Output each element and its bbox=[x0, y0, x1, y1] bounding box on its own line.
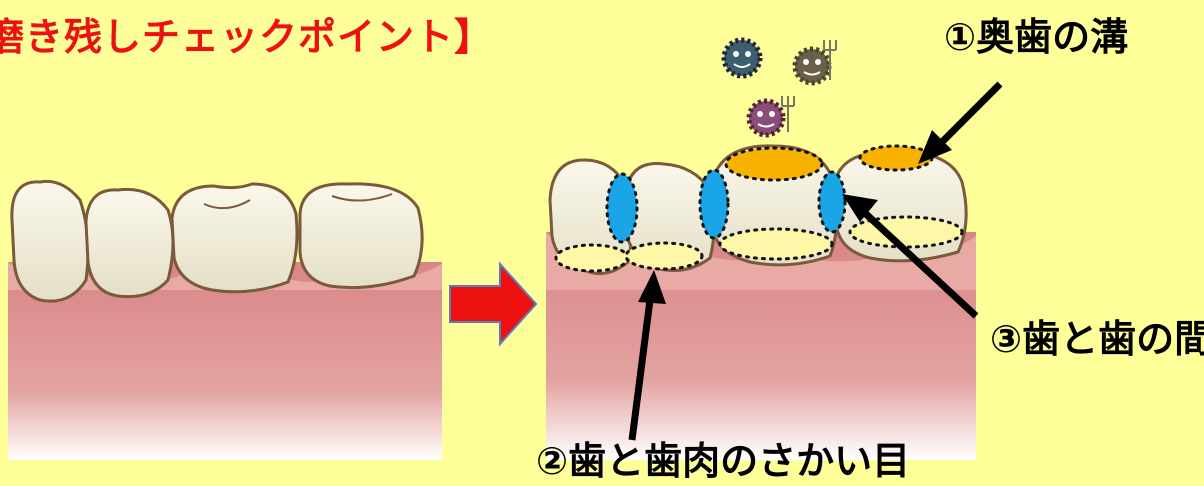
groove-mark-1 bbox=[724, 146, 824, 182]
left-tooth-4 bbox=[298, 182, 424, 290]
gumline-mark-4 bbox=[848, 215, 964, 249]
germ-icon bbox=[746, 96, 795, 138]
left-tooth-3 bbox=[170, 182, 299, 294]
gumline-mark-3 bbox=[718, 227, 834, 261]
label-between-teeth: ③歯と歯の間 bbox=[990, 317, 1204, 361]
right-teeth-panel bbox=[546, 144, 976, 460]
germ-icon bbox=[792, 40, 837, 86]
callout-arrow-1 bbox=[918, 81, 1003, 164]
label-back-teeth-grooves: ①奥歯の溝 bbox=[944, 15, 1129, 59]
germ-icon bbox=[721, 37, 763, 79]
left-teeth-panel bbox=[8, 179, 442, 460]
callout-arrow-3 bbox=[842, 194, 979, 319]
left-gum bbox=[8, 262, 442, 460]
interdental-mark-3 bbox=[817, 170, 847, 234]
label-tooth-gum-boundary: ②歯と歯肉のさかい目 bbox=[536, 439, 911, 483]
page-title: 磨き残しチェックポイント】 bbox=[0, 15, 494, 59]
left-tooth-2 bbox=[84, 187, 175, 299]
gumline-mark-1 bbox=[554, 243, 630, 273]
left-tooth-1 bbox=[10, 179, 90, 303]
gumline-mark-2 bbox=[624, 241, 704, 271]
callout-arrow-2 bbox=[628, 270, 666, 441]
interdental-mark-2 bbox=[698, 168, 730, 240]
interdental-mark-1 bbox=[605, 172, 639, 244]
arrow-right-icon bbox=[449, 261, 538, 347]
